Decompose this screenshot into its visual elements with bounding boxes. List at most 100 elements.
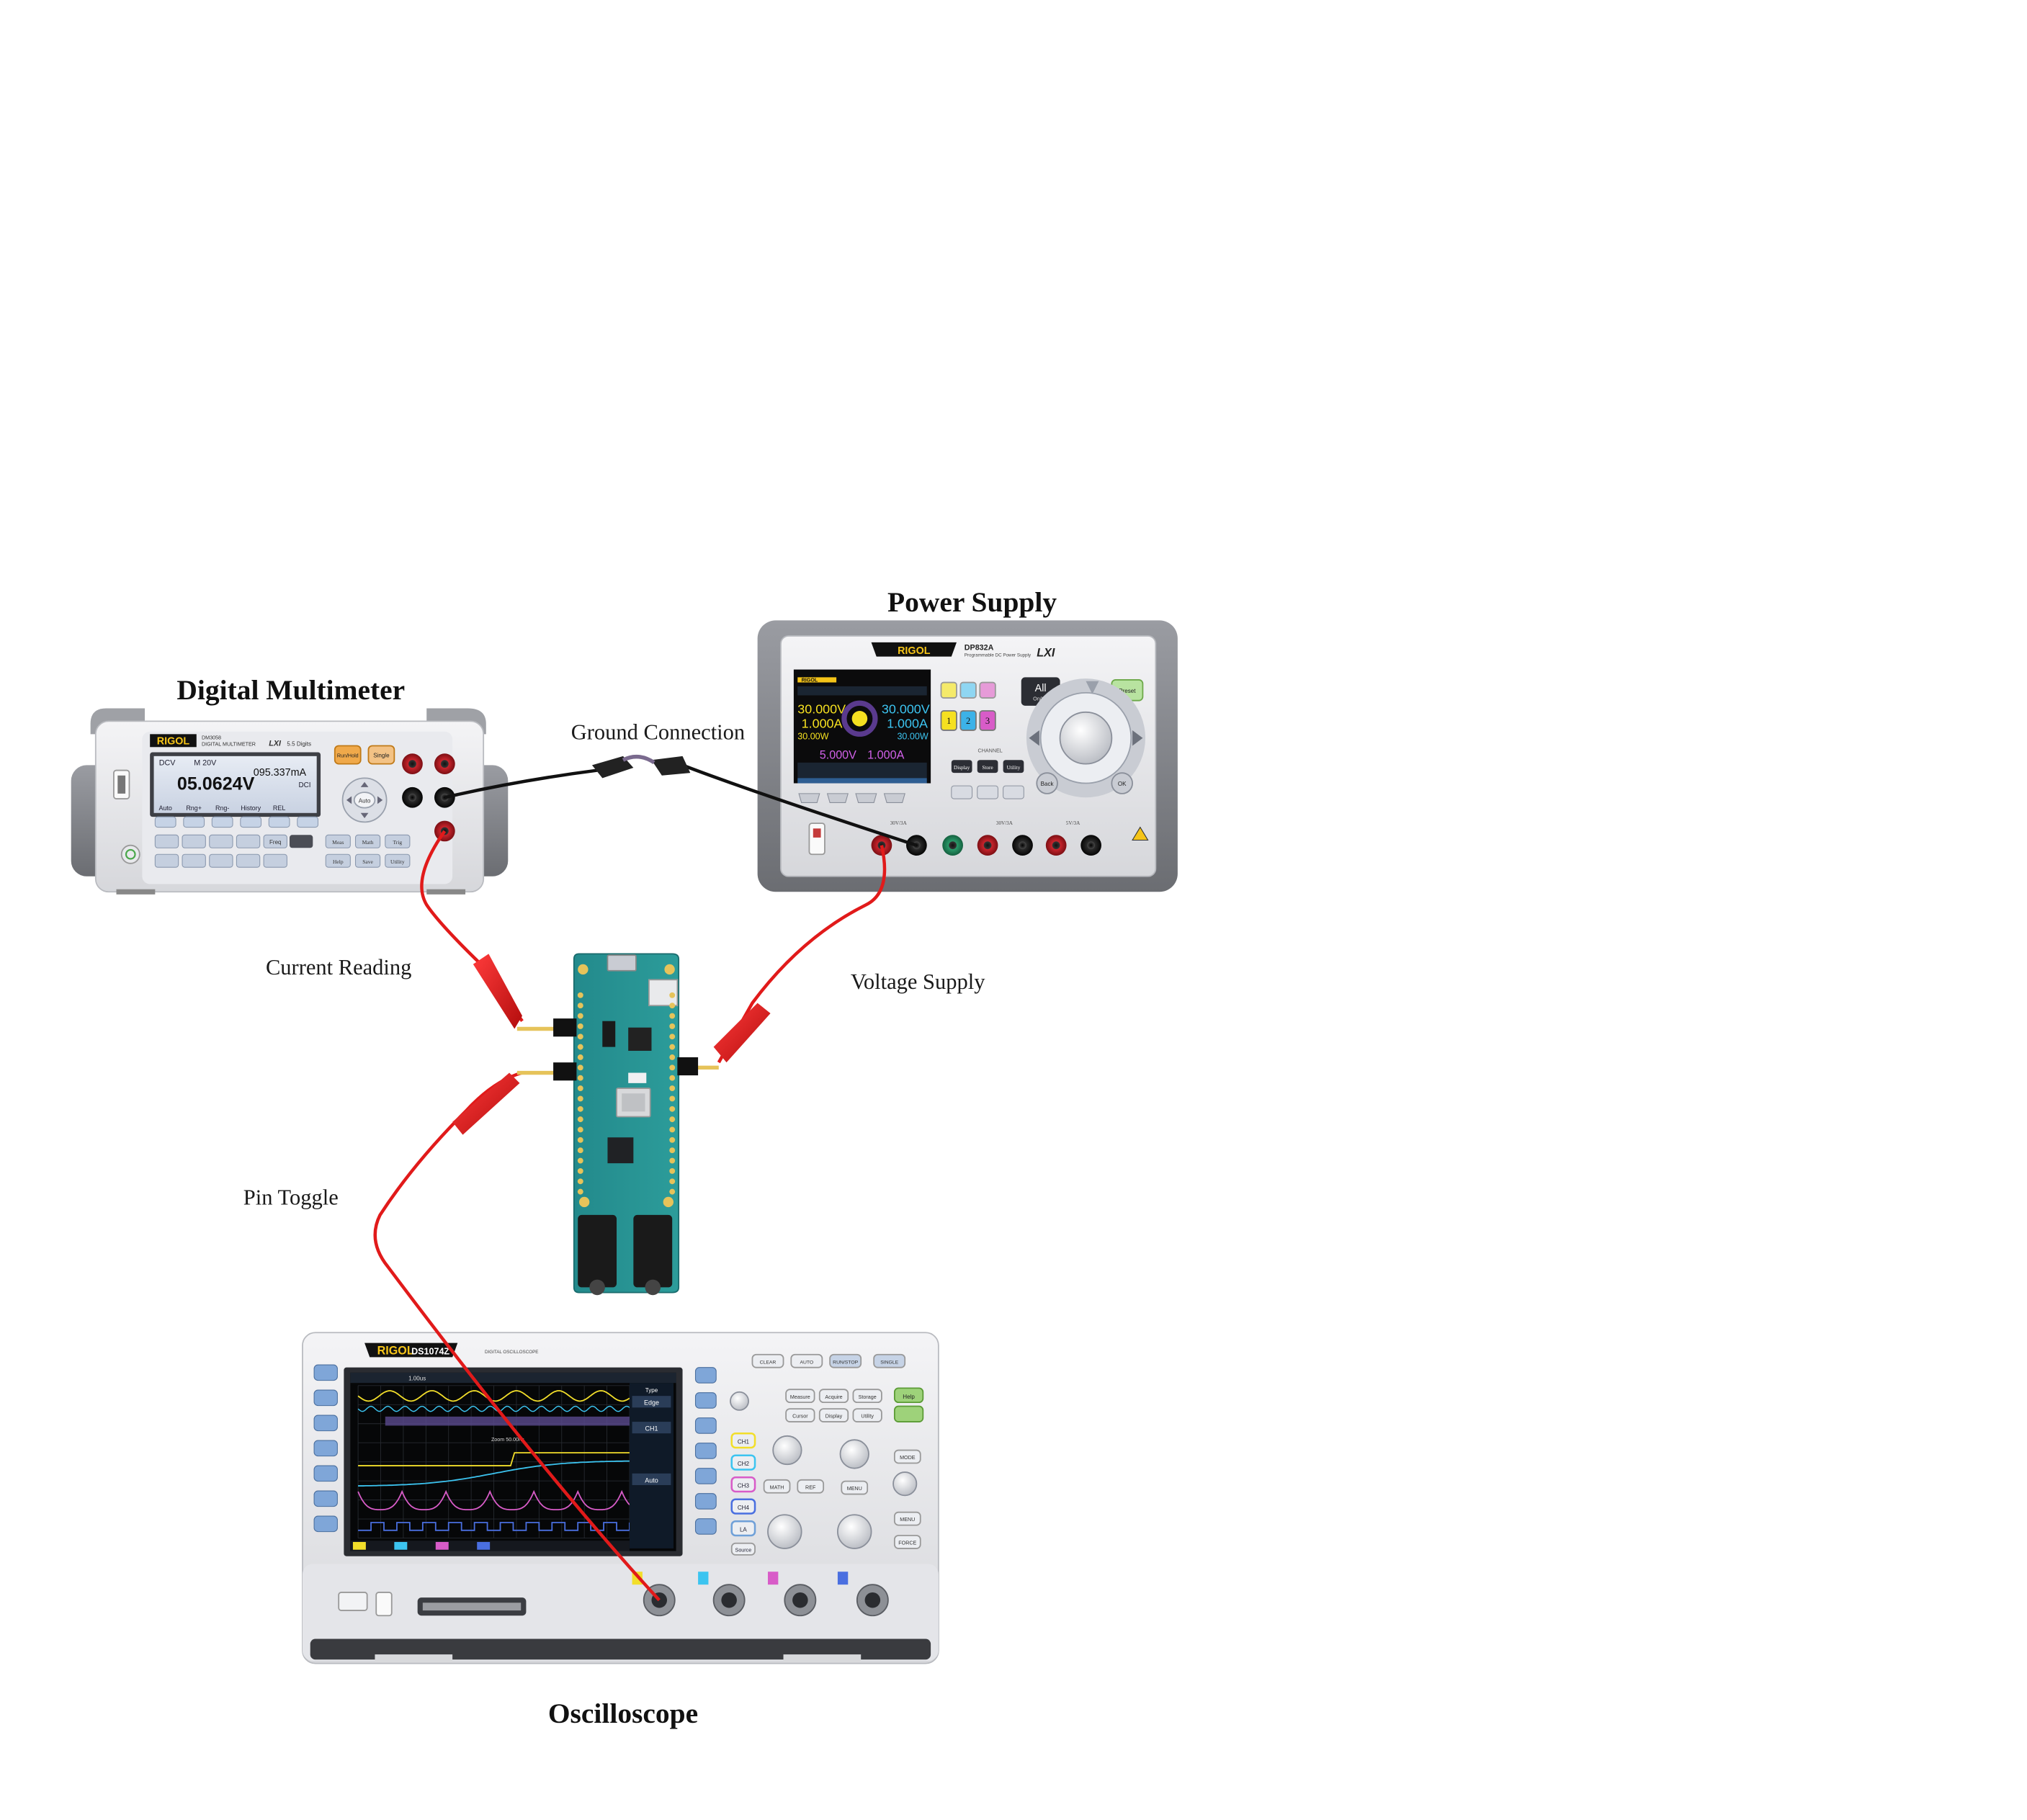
header-pin xyxy=(577,1116,583,1123)
oscilloscope-right-softkey[interactable] xyxy=(694,1392,717,1409)
oscilloscope-left-softkey[interactable] xyxy=(313,1465,338,1482)
multimeter-auto-button[interactable] xyxy=(353,792,376,809)
power-supply-ch2-negative-jack[interactable] xyxy=(1012,835,1033,856)
oscilloscope-math-button[interactable] xyxy=(763,1479,791,1494)
oscilloscope-print-button[interactable] xyxy=(893,1405,924,1422)
oscilloscope-channel-button[interactable] xyxy=(730,1498,756,1515)
power-supply-ch2-button[interactable] xyxy=(959,710,977,731)
power-supply-knob[interactable] xyxy=(1059,711,1113,765)
oscilloscope-channel-button[interactable] xyxy=(730,1476,756,1493)
oscilloscope-vertical-position-knob[interactable] xyxy=(767,1514,802,1549)
multimeter-trig-button[interactable]: Trig xyxy=(393,839,402,846)
oscilloscope-clear-button[interactable] xyxy=(751,1353,784,1368)
power-supply-ok-button[interactable] xyxy=(1111,772,1133,794)
power-supply-output-label: 30V/3A xyxy=(996,820,1014,826)
oscilloscope-trigger-source: CH1 xyxy=(645,1425,658,1433)
multimeter-run-hold-label: Run/Hold xyxy=(337,753,359,759)
oscilloscope-help-button[interactable] xyxy=(893,1387,924,1404)
usb-port-icon xyxy=(375,1592,393,1617)
oscilloscope-horizontal-scale-knob[interactable] xyxy=(839,1439,869,1469)
multimeter-auto-label: Auto xyxy=(359,797,371,804)
oscilloscope-force-button[interactable] xyxy=(893,1535,921,1549)
oscilloscope-run-stop-button[interactable] xyxy=(829,1353,862,1368)
oscilloscope-left-softkey[interactable] xyxy=(313,1415,338,1432)
power-supply-ch2-positive-jack[interactable] xyxy=(977,835,998,856)
oscilloscope-left-menu-keys[interactable] xyxy=(313,1364,338,1533)
oscilloscope-trigger-level-knob[interactable] xyxy=(892,1471,918,1497)
oscilloscope-multipurpose-knob[interactable] xyxy=(730,1391,749,1411)
oscilloscope-single-button[interactable] xyxy=(873,1353,906,1368)
oscilloscope-ch2-trace-top xyxy=(357,1405,630,1412)
oscilloscope-left-softkey[interactable] xyxy=(313,1440,338,1457)
oscilloscope-storage-button[interactable] xyxy=(852,1389,882,1404)
oscilloscope-help-label: Help xyxy=(903,1394,915,1400)
power-supply-channel-number: 2 xyxy=(966,716,970,726)
multimeter-subtitle: DIGITAL MULTIMETER xyxy=(202,741,256,747)
header-pin xyxy=(577,1075,583,1081)
multimeter-lo-jack[interactable] xyxy=(402,786,423,808)
oscilloscope-utility-button[interactable] xyxy=(852,1408,882,1422)
multimeter-run-hold-button[interactable] xyxy=(334,745,362,765)
oscilloscope-channel-button[interactable] xyxy=(730,1520,756,1537)
current-reading-wire xyxy=(420,830,524,1023)
oscilloscope-power-button[interactable] xyxy=(338,1592,368,1611)
header-pin xyxy=(577,1023,583,1029)
oscilloscope-channel-button[interactable] xyxy=(730,1454,756,1471)
oscilloscope-horizontal-position-knob[interactable] xyxy=(837,1514,872,1549)
oscilloscope-left-softkey[interactable] xyxy=(313,1389,338,1407)
oscilloscope-measure-button[interactable] xyxy=(785,1389,815,1404)
multimeter-save-button[interactable]: Save xyxy=(362,859,373,865)
oscilloscope-cursor-button[interactable] xyxy=(785,1408,815,1422)
power-supply-ch3-negative-jack[interactable] xyxy=(1080,835,1101,856)
multimeter-utility-button[interactable]: Utility xyxy=(390,859,405,865)
power-supply-power-switch[interactable] xyxy=(808,822,825,856)
pin-toggle-label: Pin Toggle xyxy=(243,1185,339,1210)
multimeter-brand: RIGOL xyxy=(157,736,190,748)
multimeter-softkey-label: Rng- xyxy=(215,804,229,812)
multimeter-help-button[interactable]: Help xyxy=(333,859,344,865)
oscilloscope-right-softkey[interactable] xyxy=(694,1468,717,1484)
power-supply-display-button[interactable]: Display xyxy=(954,765,970,771)
oscilloscope-ref-button[interactable] xyxy=(797,1479,825,1494)
multimeter-display xyxy=(153,756,317,813)
oscilloscope-auto-button[interactable] xyxy=(790,1353,823,1368)
power-supply-utility-button[interactable]: Utility xyxy=(1007,765,1021,771)
power-supply-back-button[interactable] xyxy=(1036,772,1058,794)
power-supply-channel-label: CHANNEL xyxy=(978,748,1003,753)
header-pin xyxy=(669,1095,676,1102)
power-supply-ch1-negative-jack[interactable] xyxy=(906,835,927,856)
oscilloscope-trigger-menu-button[interactable] xyxy=(893,1511,921,1526)
multimeter-freq-button[interactable]: Freq xyxy=(269,839,282,846)
oscilloscope-display-button[interactable] xyxy=(818,1408,849,1422)
multimeter-shift-button[interactable] xyxy=(289,835,313,848)
oscilloscope-horizontal-menu-button[interactable] xyxy=(841,1480,869,1495)
header-pin xyxy=(577,1013,583,1019)
oscilloscope-left-softkey[interactable] xyxy=(313,1490,338,1507)
multimeter-sense-hi-jack[interactable] xyxy=(434,753,455,774)
power-supply-store-button[interactable]: Store xyxy=(983,765,993,771)
oscilloscope-right-softkey[interactable] xyxy=(694,1493,717,1510)
power-supply-output-label: 5V/3A xyxy=(1066,820,1080,826)
multimeter-single-button[interactable] xyxy=(367,745,395,765)
oscilloscope-source-button[interactable] xyxy=(730,1542,756,1556)
power-supply-ch1-button[interactable] xyxy=(940,710,957,731)
multimeter-hi-jack[interactable] xyxy=(402,753,423,774)
oscilloscope-vertical-scale-knob[interactable] xyxy=(772,1435,802,1466)
oscilloscope-right-softkey[interactable] xyxy=(694,1367,717,1384)
oscilloscope-channel-button[interactable] xyxy=(730,1432,756,1449)
oscilloscope-trigger-mode-button[interactable] xyxy=(893,1449,921,1464)
oscilloscope-right-menu-keys[interactable] xyxy=(694,1367,717,1535)
oscilloscope-right-softkey[interactable] xyxy=(694,1443,717,1459)
power-supply-ground-jack[interactable] xyxy=(942,835,963,856)
oscilloscope-left-softkey[interactable] xyxy=(313,1515,338,1533)
oscilloscope-right-softkey[interactable] xyxy=(694,1417,717,1434)
multimeter-math-button[interactable]: Math xyxy=(362,839,374,846)
oscilloscope-left-softkey[interactable] xyxy=(313,1364,338,1381)
oscilloscope-right-softkey[interactable] xyxy=(694,1518,717,1535)
oscilloscope-acquire-button[interactable] xyxy=(818,1389,849,1404)
power-supply-ch3-positive-jack[interactable] xyxy=(1045,835,1067,856)
power-supply-ch3-button[interactable] xyxy=(979,710,996,731)
header-pin xyxy=(669,1106,676,1112)
multimeter-meas-button[interactable]: Meas xyxy=(332,839,344,846)
